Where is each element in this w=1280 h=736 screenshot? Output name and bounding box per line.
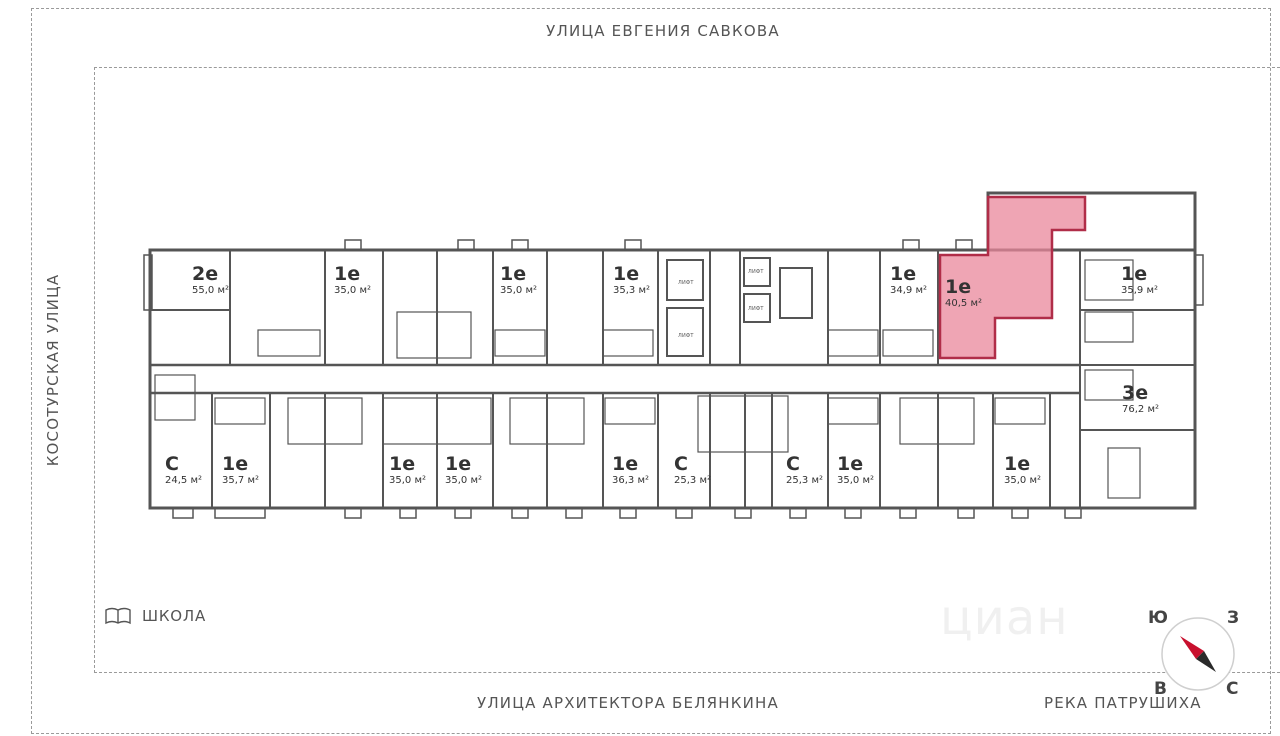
apartment-area: 25,3 м² xyxy=(674,475,711,486)
apartment-rooms: 1е xyxy=(445,453,472,475)
apartment-area: 35,0 м² xyxy=(1004,475,1041,486)
apartment-area: 35,7 м² xyxy=(222,475,259,486)
apartment-area: 55,0 м² xyxy=(192,285,229,296)
apartment-area: 36,3 м² xyxy=(612,475,649,486)
apartment-area: 76,2 м² xyxy=(1122,404,1159,415)
apartment-label[interactable]: 1е 35,9 м² xyxy=(1121,264,1158,298)
selected-apartment-highlight xyxy=(938,195,1087,360)
apartment-rooms: 1е xyxy=(945,276,972,298)
compass-needle-icon xyxy=(1161,617,1235,691)
lift-label: ЛИФТ xyxy=(678,280,694,286)
apartment-area: 40,5 м² xyxy=(945,298,982,309)
apartment-label[interactable]: С 24,5 м² xyxy=(165,454,202,488)
apartment-area: 35,0 м² xyxy=(837,475,874,486)
apartment-rooms: 1е xyxy=(613,263,640,285)
compass-letter: З xyxy=(1227,608,1240,628)
site-inner-border xyxy=(94,67,1280,673)
apartment-area: 34,9 м² xyxy=(890,285,927,296)
compass-letter: С xyxy=(1226,679,1239,699)
apartment-rooms: С xyxy=(786,453,800,475)
building-outline xyxy=(148,248,1197,510)
apartment-area: 35,9 м² xyxy=(1121,285,1158,296)
apartment-label[interactable]: 1е 35,3 м² xyxy=(613,264,650,298)
apartment-rooms: 1е xyxy=(1004,453,1031,475)
apartment-rooms: С xyxy=(165,453,179,475)
apartment-area: 25,3 м² xyxy=(786,475,823,486)
apartment-label[interactable]: 1е 35,0 м² xyxy=(334,264,371,298)
apartment-rooms: 1е xyxy=(334,263,361,285)
south-partitions xyxy=(211,393,1051,508)
apartment-label[interactable]: 1е 35,0 м² xyxy=(837,454,874,488)
apartment-area: 35,0 м² xyxy=(445,475,482,486)
apartment-rooms: 3е xyxy=(1122,382,1149,404)
compass-letter: Ю xyxy=(1148,608,1168,628)
north-partitions xyxy=(150,250,939,365)
apartment-rooms: 1е xyxy=(612,453,639,475)
apartment-label[interactable]: 1е 35,7 м² xyxy=(222,454,259,488)
apartment-rooms: 1е xyxy=(1121,263,1148,285)
apartment-rooms: 1е xyxy=(890,263,917,285)
apartment-rooms: 1е xyxy=(389,453,416,475)
compass: Ю З В С xyxy=(1140,600,1280,720)
site-outer-border xyxy=(31,8,1271,734)
apartment-rooms: 2е xyxy=(192,263,219,285)
apartment-label[interactable]: 1е 35,0 м² xyxy=(1004,454,1041,488)
school-book-icon xyxy=(105,607,131,625)
apartment-label[interactable]: 1е 35,0 м² xyxy=(500,264,537,298)
lift-label: ЛИФТ xyxy=(748,306,764,312)
apartment-area: 35,0 м² xyxy=(389,475,426,486)
apartment-label[interactable]: С 25,3 м² xyxy=(786,454,823,488)
river-label: РЕКА ПАТРУШИХА xyxy=(1044,694,1202,712)
apartment-area: 35,0 м² xyxy=(500,285,537,296)
apartment-rooms: 1е xyxy=(222,453,249,475)
street-label-bottom: УЛИЦА АРХИТЕКТОРА БЕЛЯНКИНА xyxy=(476,694,779,712)
compass-letter: В xyxy=(1154,679,1167,699)
bathroom-fixtures xyxy=(154,259,1141,499)
apartment-area: 24,5 м² xyxy=(165,475,202,486)
apartment-label[interactable]: 1е 36,3 м² xyxy=(612,454,649,488)
watermark-text: циан xyxy=(940,590,1069,646)
apartment-rooms: С xyxy=(674,453,688,475)
apartment-label[interactable]: 1е 35,0 м² xyxy=(389,454,426,488)
lift-shafts xyxy=(666,257,813,357)
apartment-label[interactable]: 1е 35,0 м² xyxy=(445,454,482,488)
apartment-label[interactable]: 2е 55,0 м² xyxy=(192,264,229,298)
apartment-label[interactable]: 3е 76,2 м² xyxy=(1122,383,1159,417)
apartment-label-selected[interactable]: 1е 40,5 м² xyxy=(945,277,982,311)
apartment-rooms: 1е xyxy=(500,263,527,285)
school-label: ШКОЛА xyxy=(142,607,207,625)
balconies xyxy=(143,239,1204,519)
apartment-label[interactable]: С 25,3 м² xyxy=(674,454,711,488)
apartment-rooms: 1е xyxy=(837,453,864,475)
street-label-top: УЛИЦА ЕВГЕНИЯ САВКОВА xyxy=(546,22,780,40)
apartment-area: 35,3 м² xyxy=(613,285,650,296)
school-landmark: ШКОЛА xyxy=(104,607,206,625)
lift-label: ЛИФТ xyxy=(748,269,764,275)
lift-label: ЛИФТ xyxy=(678,333,694,339)
apartment-area: 35,0 м² xyxy=(334,285,371,296)
apartment-label[interactable]: 1е 34,9 м² xyxy=(890,264,927,298)
